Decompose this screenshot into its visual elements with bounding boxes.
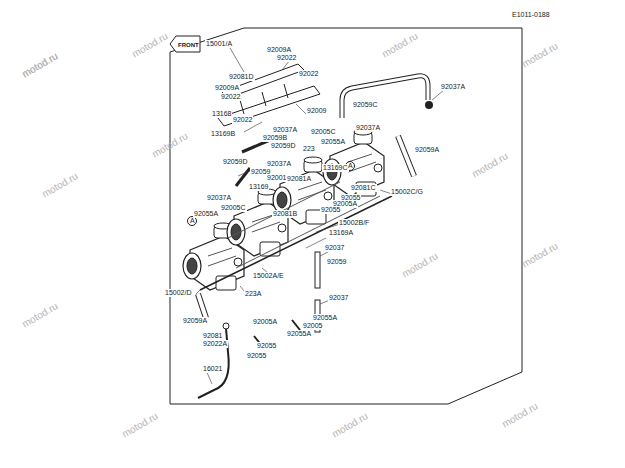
front-arrow-label: FRONT <box>177 41 200 49</box>
callout-number: 15002A/E <box>252 272 285 280</box>
callout-number: 15002/D <box>164 289 192 297</box>
reference-letter: A <box>189 217 196 225</box>
callout-number: 92005C <box>220 204 247 212</box>
callout-number: 92037 <box>328 294 349 302</box>
callout-number: 15002B/F <box>338 219 370 227</box>
callout-number: 92059 <box>326 258 347 266</box>
reference-letter: A <box>347 162 354 170</box>
watermark: motod.ru <box>470 150 510 179</box>
callout-number: 92081D <box>228 73 255 81</box>
callout-number: 92059B <box>262 134 288 142</box>
watermark: motod.ru <box>130 30 170 59</box>
watermark: motod.ru <box>400 250 440 279</box>
callout-number: 92081C <box>350 184 377 192</box>
callout-number: 92005 <box>302 322 323 330</box>
callout-number: 13169 <box>248 183 269 191</box>
callout-number: 92022 <box>276 54 297 62</box>
watermark: motod.ru <box>20 300 60 329</box>
callout-number: 92001 <box>266 174 287 182</box>
callout-number: 92009A <box>266 46 292 54</box>
callout-number: 92055A <box>312 314 338 322</box>
callout-number: 13169C <box>322 164 349 172</box>
callout-number: 92059C <box>352 101 379 109</box>
callout-number: 92059A <box>414 146 440 154</box>
callout-number: 92081A <box>286 175 312 183</box>
callout-number: 15002C/G <box>390 188 424 196</box>
callout-number: 92005A <box>252 318 278 326</box>
callout-number: 13169B <box>210 130 236 138</box>
callout-number: 92037A <box>206 194 232 202</box>
callout-number: 92022 <box>232 116 253 124</box>
callout-number: 92037A <box>266 160 292 168</box>
callout-number: 92022A <box>202 340 228 348</box>
callout-number: 92009 <box>306 107 327 115</box>
callout-number: 92055 <box>320 206 341 214</box>
callout-number: 223 <box>302 145 316 153</box>
callout-number: 92055 <box>256 342 277 350</box>
drawing-code: E1011-0188 <box>511 11 551 19</box>
callout-number: 92055 <box>246 352 267 360</box>
watermark: motod.ru <box>20 50 60 79</box>
watermark: motod.ru <box>380 30 420 59</box>
callout-number: 92055A <box>193 210 219 218</box>
callout-number: 92022 <box>298 70 319 78</box>
callout-number: 92081 <box>202 332 223 340</box>
callout-number: 92081B <box>272 210 298 218</box>
callout-number: 92059D <box>270 142 297 150</box>
watermark: motod.ru <box>520 240 560 269</box>
callout-number: 92005C <box>310 128 337 136</box>
callout-number: 92009A <box>214 84 240 92</box>
callout-number: 92055A <box>320 138 346 146</box>
callout-number: 223A <box>244 290 262 298</box>
callout-number: 92037A <box>440 83 466 91</box>
callout-number: 16021 <box>202 365 223 373</box>
callout-number: 92037A <box>272 126 298 134</box>
callout-number: 13168 <box>211 110 232 118</box>
watermark: motod.ru <box>500 400 540 429</box>
watermark: motod.ru <box>330 410 370 439</box>
callout-number: 92059D <box>222 158 249 166</box>
callout-number: 15001/A <box>205 40 233 48</box>
watermark: motod.ru <box>520 40 560 69</box>
callout-number: 92059A <box>182 317 208 325</box>
callout-number: 92022 <box>220 93 241 101</box>
callout-number: 92055A <box>286 330 312 338</box>
callout-number: 13169A <box>328 229 354 237</box>
callout-number: 92037 <box>324 244 345 252</box>
watermark: motod.ru <box>120 410 160 439</box>
watermark: motod.ru <box>40 170 80 199</box>
callout-number: 92037A <box>355 124 381 132</box>
